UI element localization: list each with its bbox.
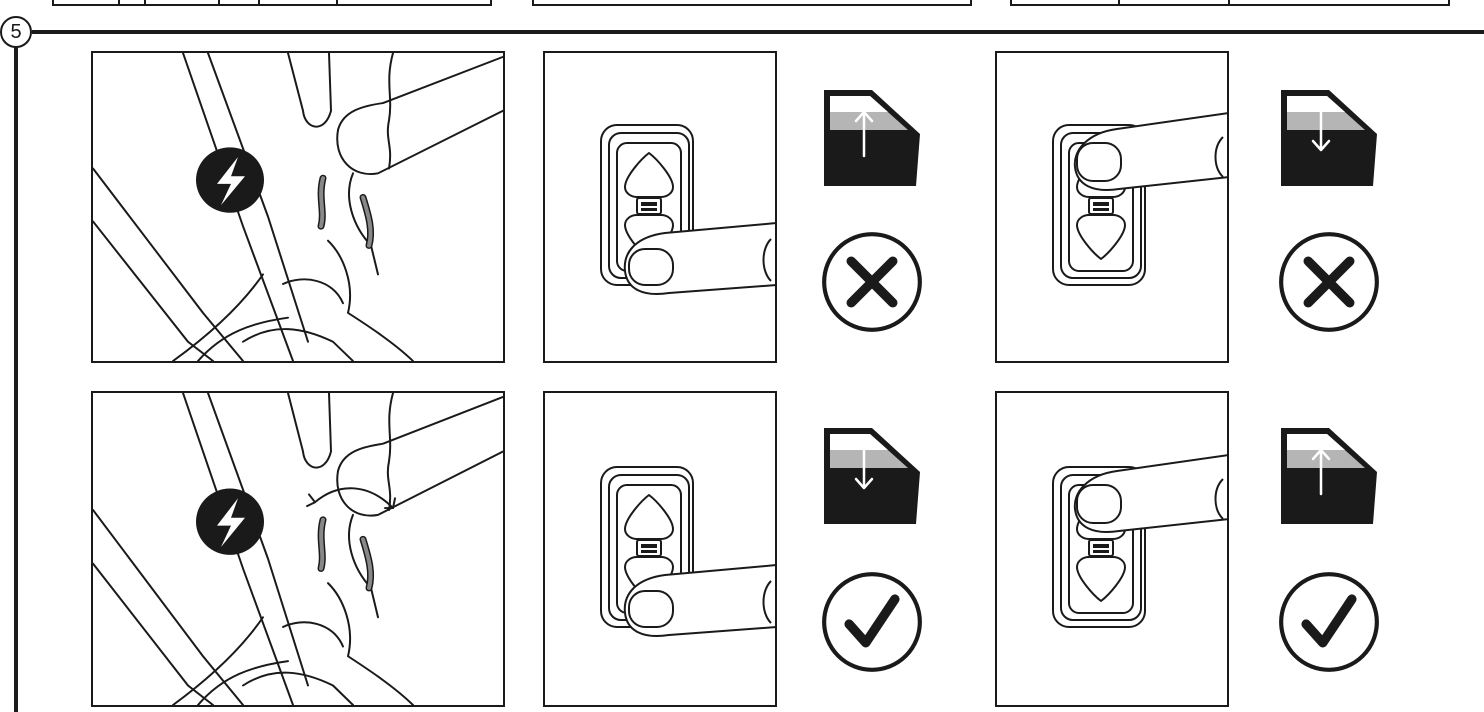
window-switch-icon — [545, 393, 775, 705]
divider — [118, 0, 120, 6]
switch-panel-row2-right — [995, 391, 1229, 707]
check-circle-icon — [820, 570, 924, 674]
window-up-icon — [1277, 428, 1381, 524]
step-side-rule — [14, 46, 18, 712]
step-number: 5 — [0, 16, 32, 48]
divider — [258, 0, 260, 6]
switch-panel-row1-right — [995, 51, 1229, 363]
x-circle-icon — [1277, 230, 1381, 334]
wire-connection-panel-row2 — [91, 391, 505, 707]
previous-step-box-middle — [532, 0, 972, 6]
wire-connection-panel-row1 — [91, 51, 505, 363]
check-circle-icon — [1277, 570, 1381, 674]
previous-step-box-right — [1010, 0, 1450, 6]
lightning-icon — [93, 393, 503, 705]
switch-panel-row2-left — [543, 391, 777, 707]
switch-panel-row1-left — [543, 51, 777, 363]
divider — [1118, 0, 1120, 6]
step-header-rule — [32, 30, 1484, 34]
window-switch-icon — [997, 393, 1227, 705]
window-down-icon — [1277, 90, 1381, 186]
lightning-icon — [93, 53, 503, 361]
window-up-icon — [820, 90, 924, 186]
divider — [336, 0, 338, 6]
window-down-icon — [820, 428, 924, 524]
divider — [218, 0, 220, 6]
x-circle-icon — [820, 230, 924, 334]
divider — [144, 0, 146, 6]
window-switch-icon — [545, 53, 775, 361]
window-switch-icon — [997, 53, 1227, 361]
divider — [1228, 0, 1230, 6]
